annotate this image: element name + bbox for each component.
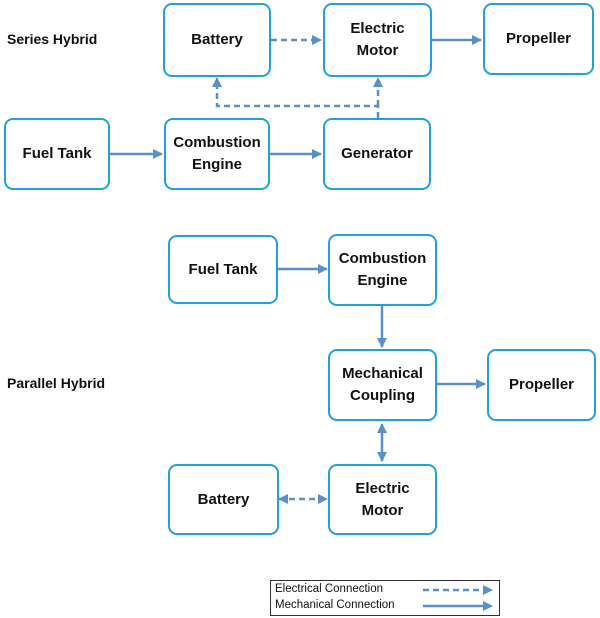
series-combustion-engine-box: Combustion Engine: [164, 118, 270, 190]
legend-mechanical-label: Mechanical Connection: [275, 599, 395, 611]
series-electric-motor-box: Electric Motor: [323, 3, 432, 77]
parallel-battery-label: Battery: [197, 490, 250, 508]
parallel-hybrid-label: Parallel Hybrid: [7, 375, 106, 391]
parallel-propeller-box: Propeller: [487, 349, 596, 421]
series-propeller-box: Propeller: [483, 3, 594, 75]
parallel-fuel-tank-label: Fuel Tank: [188, 260, 258, 278]
legend: Electrical Connection Mechanical Connect…: [270, 580, 500, 616]
legend-mechanical-line: [423, 601, 493, 611]
series-fuel-tank-box: Fuel Tank: [4, 118, 110, 190]
parallel-fuel-tank-box: Fuel Tank: [168, 235, 278, 304]
legend-electrical-line: [423, 585, 493, 595]
parallel-battery-box: Battery: [168, 464, 279, 535]
legend-electrical-label: Electrical Connection: [275, 583, 384, 595]
parallel-mechanical-coupling-label: Mechanical Coupling: [342, 365, 423, 404]
parallel-electric-motor-box: Electric Motor: [328, 464, 437, 535]
series-fuel-tank-label: Fuel Tank: [22, 145, 92, 162]
series-generator-to-battery-electrical: [212, 77, 380, 118]
parallel-propeller-label: Propeller: [508, 376, 575, 393]
parallel-mechanical-coupling-box: Mechanical Coupling: [328, 349, 437, 421]
series-generator-box: Generator: [323, 118, 431, 190]
parallel-electric-motor-label: Electric Motor: [355, 479, 410, 519]
series-hybrid-label: Series Hybrid: [7, 31, 98, 47]
series-battery-label: Battery: [191, 31, 243, 48]
parallel-combustion-engine-box: Combustion Engine: [328, 234, 437, 306]
series-electric-motor-label: Electric Motor: [350, 20, 405, 59]
series-battery-box: Battery: [163, 3, 271, 77]
series-combustion-engine-label: Combustion Engine: [173, 134, 261, 173]
parallel-combustion-engine-label: Combustion Engine: [338, 250, 427, 289]
series-generator-label: Generator: [341, 145, 413, 162]
series-propeller-label: Propeller: [505, 30, 572, 47]
